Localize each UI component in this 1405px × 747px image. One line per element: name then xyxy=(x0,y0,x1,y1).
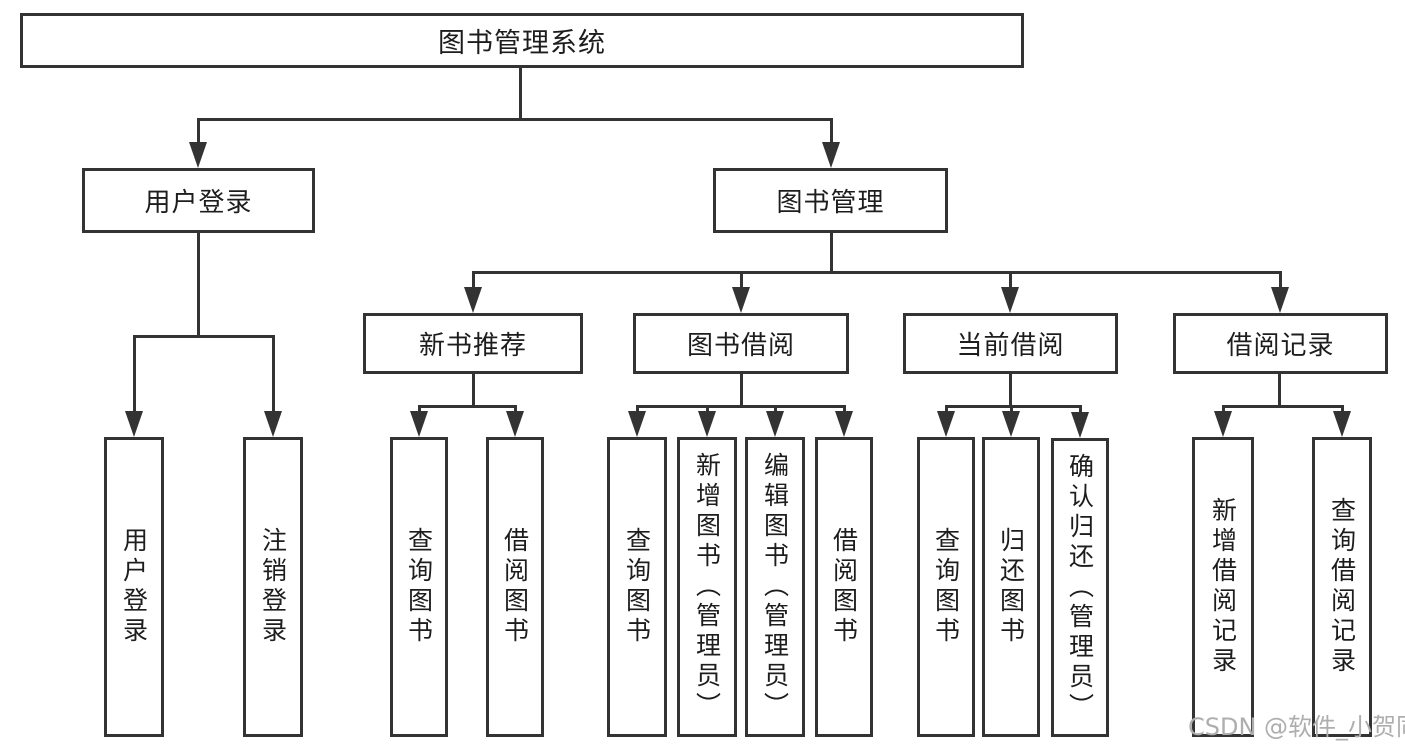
connector-drop-user-login xyxy=(197,118,200,146)
arrowhead-down-icon xyxy=(698,411,716,437)
arrowhead-down-icon xyxy=(1333,411,1351,437)
arrowhead-down-icon xyxy=(464,287,482,313)
leaf-label: 新增图书（管理员） xyxy=(692,452,722,722)
leaf-add-books-admin: 新增图书（管理员） xyxy=(677,437,737,737)
connector-current-borrowing-stem xyxy=(1009,374,1012,405)
connector-drop xyxy=(1222,405,1225,414)
arrowhead-down-icon xyxy=(628,411,646,437)
connector-drop xyxy=(1341,405,1344,414)
connector-user-login-stem xyxy=(197,233,200,335)
arrowhead-down-icon xyxy=(822,142,840,168)
leaf-edit-books-admin: 编辑图书（管理员） xyxy=(745,437,805,737)
connector-level2-rail xyxy=(197,118,833,121)
csdn-watermark: CSDN @软件_小贺同学 xyxy=(1188,713,1405,741)
node-label: 新书推荐 xyxy=(418,331,527,361)
connector-drop xyxy=(706,405,709,414)
leaf-user-login: 用户登录 xyxy=(104,437,164,737)
arrowhead-down-icon xyxy=(766,411,784,437)
node-label: 当前借阅 xyxy=(956,331,1065,361)
leaf-label: 查询图书 xyxy=(404,527,434,647)
leaf-label: 查询借阅记录 xyxy=(1327,497,1357,677)
node-user-login: 用户登录 xyxy=(82,168,315,233)
node-label: 用户登录 xyxy=(144,188,253,218)
connector-drop-leaf-user-login xyxy=(133,335,136,413)
node-label: 图书借阅 xyxy=(686,331,795,361)
arrowhead-down-icon xyxy=(1001,287,1019,313)
leaf-label: 确认归还（管理员） xyxy=(1065,452,1095,723)
connector-drop-current-borrowing xyxy=(1009,271,1012,290)
leaf-query-books-current: 查询图书 xyxy=(917,437,975,737)
connector-new-book-rec-rail xyxy=(418,405,516,408)
arrowhead-down-icon xyxy=(937,411,955,437)
leaf-label: 编辑图书（管理员） xyxy=(760,452,790,722)
connector-drop-borrowing-records xyxy=(1279,271,1282,290)
connector-drop xyxy=(636,405,639,414)
node-label: 图书管理系统 xyxy=(438,28,606,59)
arrowhead-down-icon xyxy=(189,142,207,168)
node-borrowing-records: 借阅记录 xyxy=(1173,313,1388,374)
node-label: 借阅记录 xyxy=(1226,331,1335,361)
leaf-logout: 注销登录 xyxy=(243,437,303,737)
leaf-label: 注销登录 xyxy=(258,527,288,647)
leaf-add-borrowing-record: 新增借阅记录 xyxy=(1192,437,1254,737)
leaf-return-books: 归还图书 xyxy=(982,437,1040,737)
leaf-label: 查询图书 xyxy=(931,527,961,647)
connector-drop xyxy=(1010,405,1013,414)
leaf-borrow-books-recommend: 借阅图书 xyxy=(486,437,544,737)
connector-current-borrowing-rail xyxy=(945,405,1081,408)
node-book-borrowing: 图书借阅 xyxy=(633,313,849,374)
connector-drop xyxy=(774,405,777,414)
connector-drop xyxy=(843,405,846,414)
connector-drop xyxy=(1079,405,1082,414)
connector-user-login-rail xyxy=(133,335,275,338)
connector-drop-book-management xyxy=(830,118,833,146)
leaf-query-books-recommend: 查询图书 xyxy=(390,437,448,737)
connector-drop-new-book-rec xyxy=(472,271,475,290)
connector-book-borrowing-rail xyxy=(636,405,845,408)
arrowhead-down-icon xyxy=(264,411,282,437)
connector-borrowing-records-stem xyxy=(1278,374,1281,405)
leaf-label: 用户登录 xyxy=(119,527,149,647)
connector-drop xyxy=(418,405,421,414)
leaf-label: 归还图书 xyxy=(996,527,1026,647)
connector-drop xyxy=(945,405,948,414)
leaf-query-books-borrowing: 查询图书 xyxy=(607,437,667,737)
leaf-query-borrowing-record: 查询借阅记录 xyxy=(1312,437,1372,737)
leaf-label: 查询图书 xyxy=(622,527,652,647)
connector-drop-leaf-logout xyxy=(272,335,275,413)
leaf-borrow-books-borrowing: 借阅图书 xyxy=(815,437,873,737)
arrowhead-down-icon xyxy=(410,411,428,437)
connector-drop xyxy=(514,405,517,414)
arrowhead-down-icon xyxy=(1271,287,1289,313)
node-current-borrowing: 当前借阅 xyxy=(903,313,1118,374)
connector-book-borrowing-stem xyxy=(740,374,743,405)
arrowhead-down-icon xyxy=(732,287,750,313)
leaf-label: 借阅图书 xyxy=(500,527,530,647)
arrowhead-down-icon xyxy=(1214,411,1232,437)
arrowhead-down-icon xyxy=(1002,411,1020,437)
node-library-management-system: 图书管理系统 xyxy=(20,13,1024,68)
arrowhead-down-icon xyxy=(835,411,853,437)
connector-drop-book-borrowing xyxy=(740,271,743,290)
node-label: 图书管理 xyxy=(776,188,885,218)
leaf-label: 借阅图书 xyxy=(829,527,859,647)
connector-root-stem xyxy=(519,68,522,120)
arrowhead-down-icon xyxy=(506,411,524,437)
connector-new-book-rec-stem xyxy=(472,374,475,405)
leaf-confirm-return-admin: 确认归还（管理员） xyxy=(1051,438,1109,737)
connector-book-management-stem xyxy=(830,233,833,271)
node-book-management: 图书管理 xyxy=(713,168,948,233)
arrowhead-down-icon xyxy=(1071,412,1089,438)
connector-borrowing-records-rail xyxy=(1222,405,1343,408)
arrowhead-down-icon xyxy=(125,411,143,437)
connector-level3-rail xyxy=(472,271,1281,274)
leaf-label: 新增借阅记录 xyxy=(1208,497,1238,677)
node-new-book-recommendation: 新书推荐 xyxy=(363,313,583,374)
